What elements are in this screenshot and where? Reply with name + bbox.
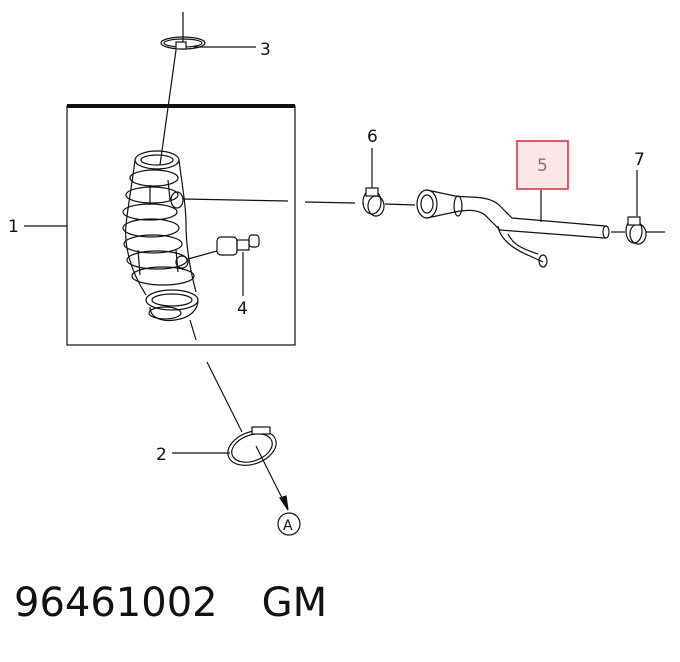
- callout-2: 2: [156, 445, 167, 465]
- callout-5-highlight: [516, 140, 569, 190]
- callout-7: 7: [634, 150, 645, 170]
- callout-3: 3: [260, 40, 271, 60]
- callout-1: 1: [8, 217, 19, 237]
- connection-line: [304, 201, 356, 204]
- brand-name: GM: [261, 580, 328, 626]
- part-7-clamp: [625, 170, 665, 245]
- part-4-valve: [187, 234, 260, 296]
- part-1-air-intake-hose: [122, 150, 289, 322]
- part-6-clamp: [362, 148, 416, 217]
- part-number: 96461002: [14, 580, 218, 626]
- callout-4: 4: [237, 299, 248, 319]
- footer: 96461002 GM: [14, 580, 327, 626]
- callout-6: 6: [367, 127, 378, 147]
- part-3-clamp: [159, 12, 256, 166]
- part-5-breather-pipe: [416, 189, 625, 268]
- part-2-clamp: [172, 319, 301, 536]
- reference-a-label: A: [283, 518, 293, 534]
- callout-5: 5: [537, 156, 548, 176]
